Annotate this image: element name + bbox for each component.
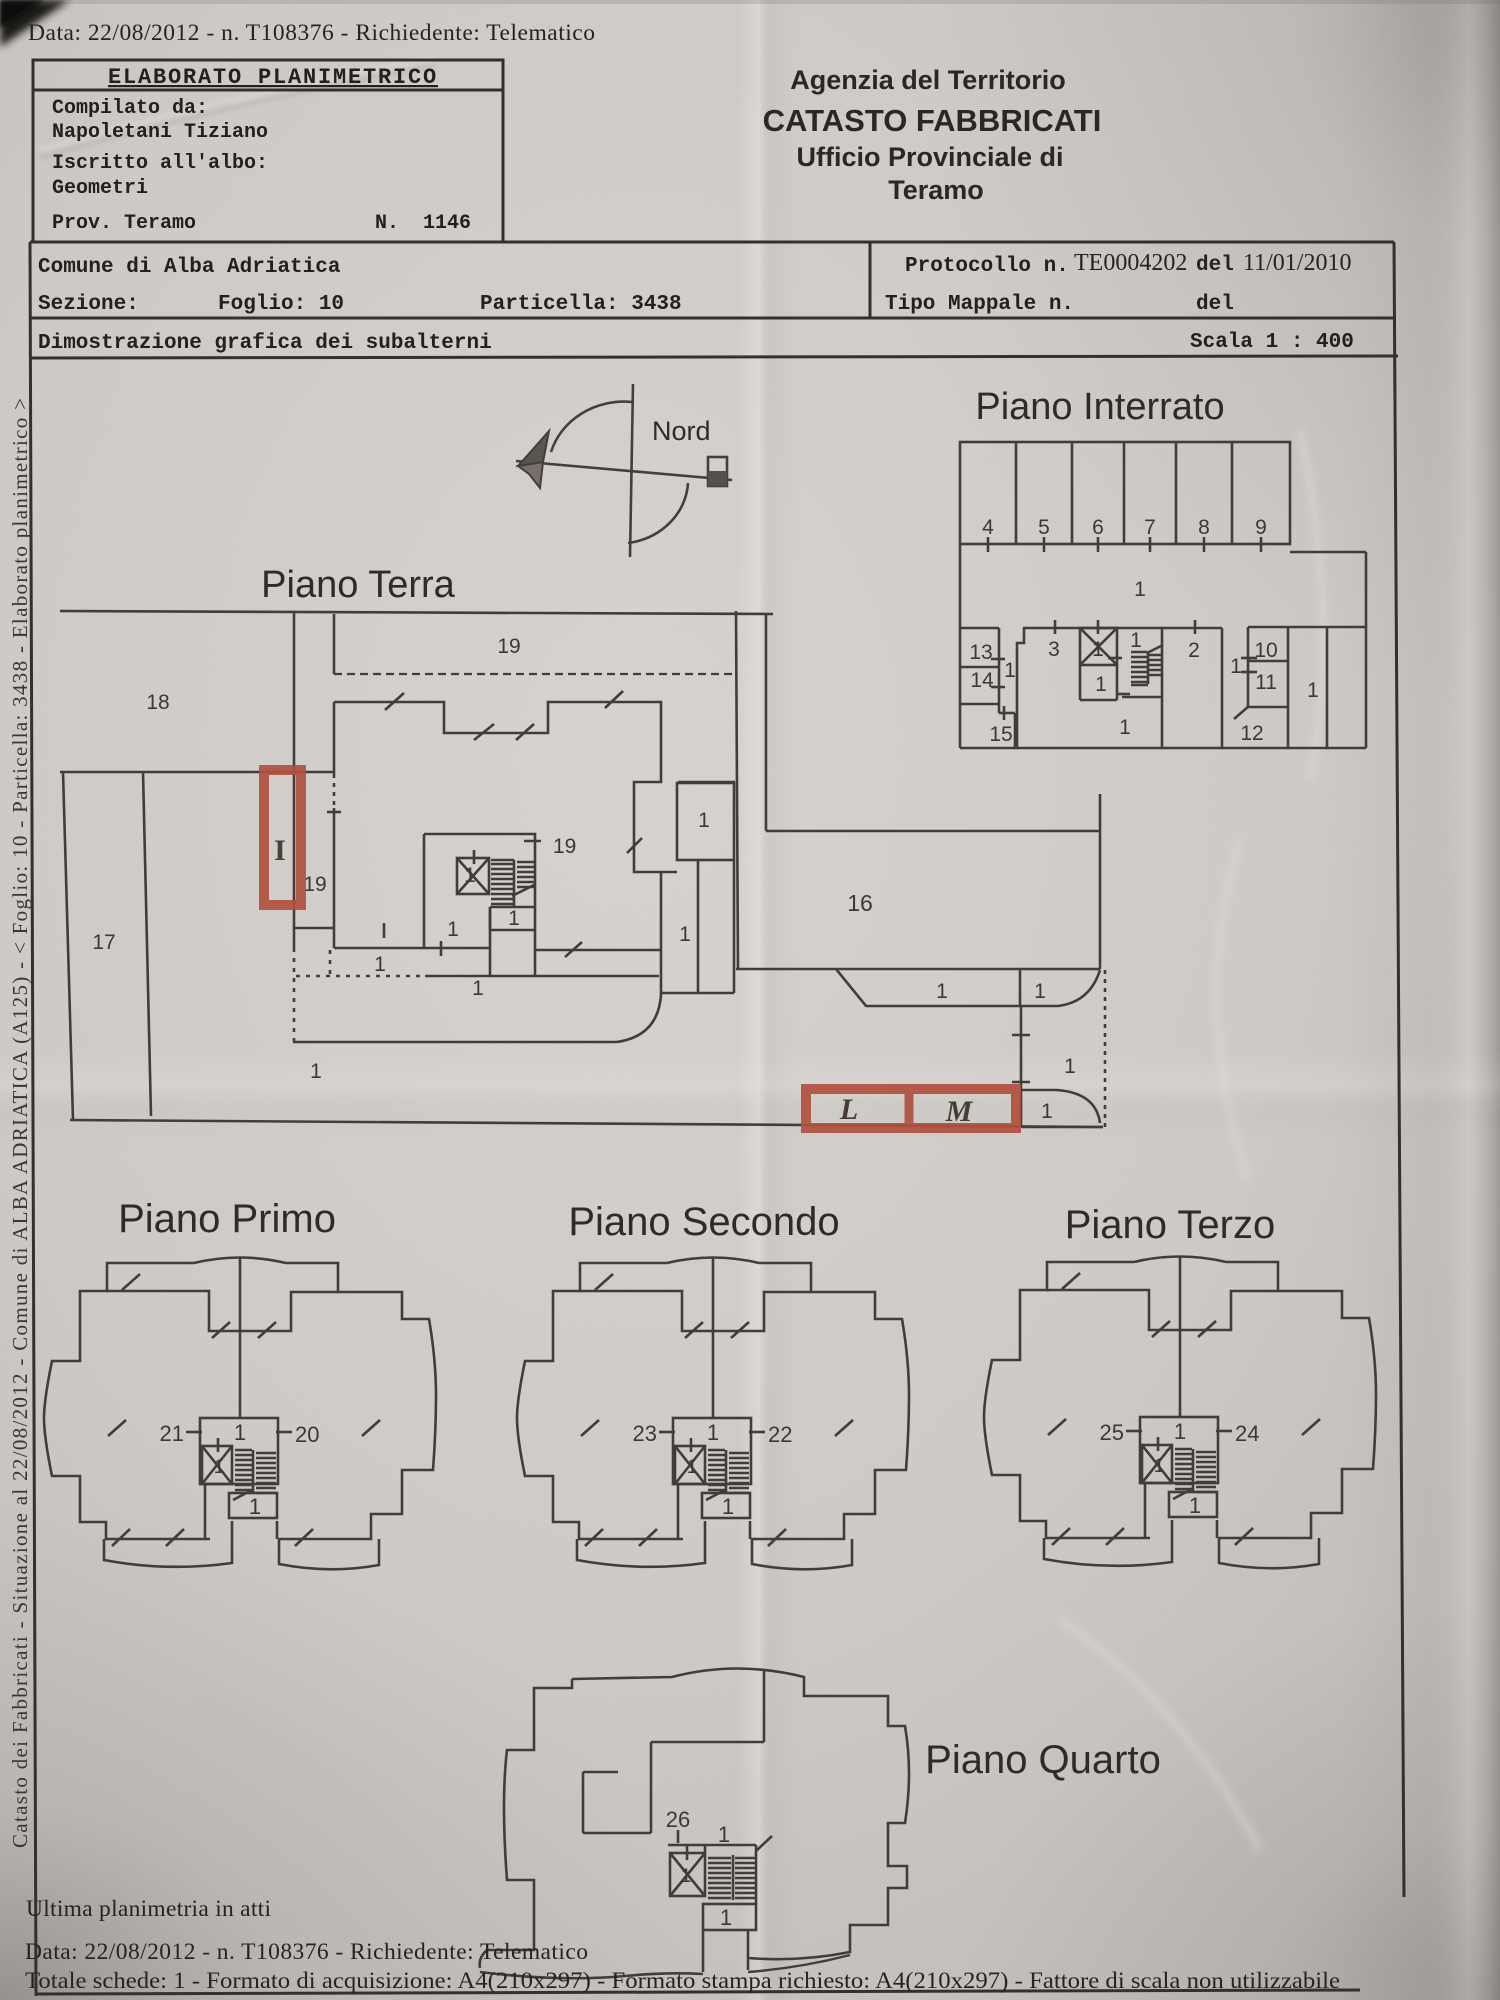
svg-text:Piano Quarto: Piano Quarto [925, 1738, 1161, 1782]
svg-text:24: 24 [1235, 1421, 1259, 1446]
svg-text:Ufficio Provinciale di: Ufficio Provinciale di [796, 142, 1063, 172]
svg-text:Dimostrazione grafica dei suba: Dimostrazione grafica dei subalterni [38, 332, 492, 355]
svg-text:3: 3 [1048, 638, 1060, 661]
svg-text:1: 1 [936, 980, 948, 1003]
svg-text:1: 1 [472, 977, 484, 1000]
svg-text:Piano Terra: Piano Terra [261, 564, 456, 606]
svg-text:19: 19 [303, 873, 326, 896]
svg-text:1: 1 [464, 864, 476, 887]
svg-text:18: 18 [146, 691, 169, 714]
svg-text:11/01/2010: 11/01/2010 [1243, 250, 1351, 276]
svg-text:25: 25 [1100, 1420, 1124, 1445]
svg-text:14: 14 [970, 669, 994, 692]
svg-text:26: 26 [666, 1807, 690, 1832]
svg-text:1: 1 [718, 1822, 730, 1847]
svg-text:2: 2 [1188, 639, 1200, 662]
svg-text:1: 1 [1092, 638, 1104, 661]
svg-text:6: 6 [1092, 516, 1104, 539]
svg-text:1: 1 [687, 1457, 698, 1478]
svg-text:4: 4 [982, 516, 994, 539]
svg-text:Protocollo n.: Protocollo n. [905, 255, 1069, 278]
svg-text:5: 5 [1038, 516, 1050, 539]
svg-text:1: 1 [1004, 659, 1016, 682]
svg-text:1: 1 [1130, 629, 1142, 652]
svg-text:1: 1 [681, 1866, 692, 1887]
svg-text:Scala 1 : 400: Scala 1 : 400 [1190, 331, 1354, 354]
svg-text:Sezione:: Sezione: [38, 293, 139, 316]
svg-text:13: 13 [969, 641, 992, 664]
svg-text:Nord: Nord [652, 416, 711, 446]
svg-text:Ultima planimetria in atti: Ultima planimetria in atti [26, 1896, 271, 1922]
svg-text:ELABORATO PLANIMETRICO: ELABORATO PLANIMETRICO [108, 65, 438, 90]
svg-text:20: 20 [295, 1422, 319, 1447]
svg-text:1: 1 [1095, 673, 1107, 696]
svg-text:1: 1 [679, 923, 691, 946]
svg-text:1: 1 [1041, 1100, 1053, 1123]
svg-text:1: 1 [447, 918, 459, 941]
svg-text:Data: 22/08/2012 - n. T108376: Data: 22/08/2012 - n. T108376 - Richiede… [25, 1939, 588, 1965]
svg-text:1: 1 [310, 1060, 322, 1083]
svg-text:TE0004202: TE0004202 [1074, 250, 1187, 276]
svg-text:1: 1 [1064, 1055, 1076, 1078]
svg-text:1: 1 [1230, 655, 1242, 678]
svg-text:Particella: 3438: Particella: 3438 [480, 293, 682, 316]
svg-text:17: 17 [92, 931, 115, 954]
svg-text:Napoletani Tiziano: Napoletani Tiziano [52, 121, 268, 144]
svg-text:Totale schede: 1 - Formato di: Totale schede: 1 - Formato di acquisizio… [25, 1968, 1340, 1994]
svg-text:1: 1 [249, 1494, 261, 1519]
svg-text:del: del [1196, 293, 1234, 316]
svg-text:19: 19 [497, 635, 520, 658]
svg-text:Piano Secondo: Piano Secondo [568, 1200, 839, 1244]
svg-text:Piano Terzo: Piano Terzo [1065, 1203, 1276, 1247]
svg-text:Iscritto all'albo:: Iscritto all'albo: [52, 152, 268, 175]
svg-text:Compilato da:: Compilato da: [52, 97, 208, 120]
svg-text:1: 1 [707, 1420, 719, 1445]
svg-text:22: 22 [768, 1422, 792, 1447]
svg-text:Data: 22/08/2012 - n. T108376: Data: 22/08/2012 - n. T108376 - Richiede… [28, 20, 595, 46]
svg-text:1: 1 [374, 953, 386, 976]
svg-text:Catasto dei Fabbricati - Situa: Catasto dei Fabbricati - Situazione al 2… [8, 398, 32, 1848]
svg-text:19: 19 [553, 835, 576, 858]
svg-text:Prov. Teramo: Prov. Teramo [52, 212, 196, 235]
svg-text:16: 16 [847, 890, 873, 916]
svg-text:11: 11 [1255, 671, 1277, 694]
svg-text:1: 1 [1119, 716, 1131, 739]
svg-text:1146: 1146 [423, 212, 471, 235]
svg-text:1: 1 [722, 1494, 734, 1519]
svg-text:1: 1 [508, 907, 520, 930]
svg-text:Geometri: Geometri [52, 177, 148, 200]
svg-text:Foglio: 10: Foglio: 10 [218, 293, 344, 316]
svg-text:10: 10 [1254, 639, 1277, 662]
svg-text:7: 7 [1144, 516, 1156, 539]
svg-text:L: L [839, 1093, 858, 1126]
svg-text:1: 1 [1189, 1493, 1201, 1518]
svg-text:Piano Interrato: Piano Interrato [975, 386, 1224, 428]
svg-text:23: 23 [633, 1421, 657, 1446]
svg-text:21: 21 [160, 1421, 184, 1446]
svg-text:M: M [945, 1095, 974, 1128]
svg-text:1: 1 [1034, 980, 1046, 1003]
svg-text:1: 1 [234, 1420, 246, 1445]
svg-text:1: 1 [1174, 1419, 1186, 1444]
svg-text:CATASTO FABBRICATI: CATASTO FABBRICATI [763, 103, 1102, 138]
svg-text:8: 8 [1198, 516, 1210, 539]
svg-text:15: 15 [989, 723, 1012, 746]
svg-text:1: 1 [698, 809, 710, 832]
svg-text:I: I [274, 834, 286, 867]
svg-text:Comune di Alba Adriatica: Comune di Alba Adriatica [38, 256, 341, 279]
svg-text:12: 12 [1240, 722, 1263, 745]
svg-text:1: 1 [214, 1457, 225, 1478]
svg-text:1: 1 [720, 1905, 732, 1930]
svg-text:Tipo Mappale n.: Tipo Mappale n. [885, 293, 1074, 316]
svg-text:Agenzia del Territorio: Agenzia del Territorio [790, 65, 1066, 95]
svg-text:9: 9 [1255, 516, 1267, 539]
svg-text:del: del [1196, 254, 1234, 277]
svg-text:Teramo: Teramo [888, 175, 984, 205]
svg-text:1: 1 [1154, 1456, 1165, 1477]
svg-text:1: 1 [1134, 578, 1146, 601]
svg-text:N.: N. [375, 212, 399, 235]
svg-text:1: 1 [1307, 679, 1319, 702]
svg-text:Piano Primo: Piano Primo [118, 1197, 336, 1241]
